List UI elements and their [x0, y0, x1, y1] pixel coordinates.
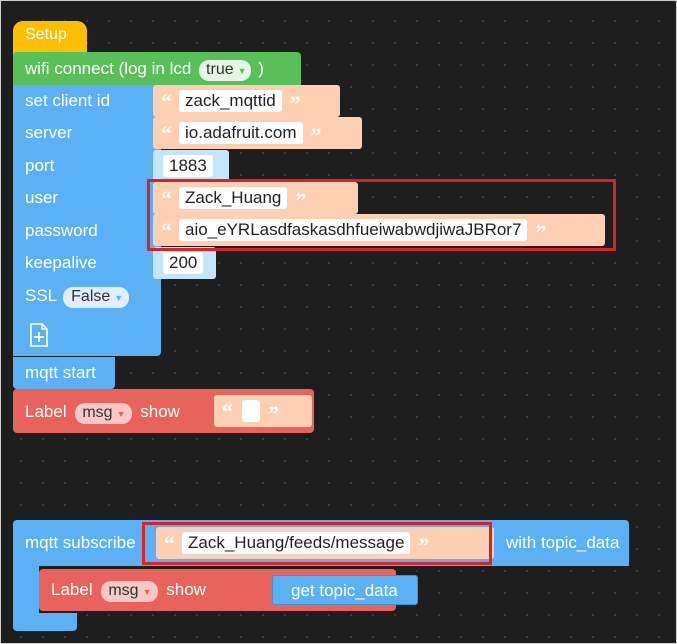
- port-label: port: [25, 156, 55, 175]
- quote-open-icon: “: [161, 218, 172, 243]
- label-keyword: Label: [51, 580, 93, 599]
- log-in-lcd-dropdown[interactable]: true▼: [199, 60, 251, 81]
- label-show-block[interactable]: Label msg▼ show “ ”: [13, 389, 314, 433]
- ssl-row: SSL False▼: [25, 286, 130, 308]
- topic-text-block[interactable]: “ Zack_Huang/feeds/message ”: [156, 527, 494, 559]
- topic-input[interactable]: Zack_Huang/feeds/message: [182, 532, 411, 554]
- label-name-dropdown[interactable]: msg▼: [75, 403, 132, 424]
- mqtt-start-block[interactable]: mqtt start: [13, 357, 115, 389]
- user-input[interactable]: Zack_Huang: [179, 187, 288, 209]
- mqtt-start-label: mqtt start: [25, 363, 96, 382]
- keepalive-number-block[interactable]: 200: [153, 247, 216, 279]
- user-label: user: [25, 188, 59, 207]
- client-id-input[interactable]: zack_mqttid: [179, 90, 282, 112]
- setup-label: Setup: [25, 26, 67, 43]
- client-id-label: set client id: [25, 91, 111, 110]
- mqtt-subscribe-label: mqtt subscribe: [25, 533, 136, 552]
- ssl-value: False: [71, 288, 111, 305]
- get-topic-data-block[interactable]: get topic_data: [272, 575, 418, 605]
- mqtt-config-block[interactable]: [13, 85, 161, 356]
- topic-highlight-box: [142, 522, 492, 565]
- quote-close-icon: ”: [310, 123, 322, 148]
- quote-close-icon: ”: [295, 188, 307, 213]
- quote-close-icon: ”: [535, 220, 547, 245]
- port-input[interactable]: 1883: [163, 155, 213, 177]
- user-text-block[interactable]: “ Zack_Huang ”: [153, 182, 358, 214]
- add-document-icon[interactable]: [29, 323, 49, 347]
- label-name-value: msg: [108, 582, 139, 599]
- empty-text-input[interactable]: [242, 400, 260, 422]
- password-label: password: [25, 221, 98, 240]
- wifi-connect-close-paren: ): [258, 59, 264, 78]
- server-label: server: [25, 123, 73, 142]
- quote-close-icon: ”: [418, 533, 430, 558]
- empty-text-block[interactable]: “ ”: [214, 395, 312, 427]
- chevron-down-icon: ▼: [116, 409, 126, 419]
- port-number-block[interactable]: 1883: [153, 150, 229, 182]
- show-keyword: show: [166, 580, 206, 599]
- password-input[interactable]: aio_eYRLasdfaskasdhfueiwabwdjiwaJBRor7: [179, 219, 528, 241]
- show-keyword: show: [140, 402, 180, 421]
- label-name-value: msg: [82, 404, 113, 421]
- quote-open-icon: “: [222, 399, 233, 424]
- server-input[interactable]: io.adafruit.com: [179, 122, 303, 144]
- keepalive-label: keepalive: [25, 253, 97, 272]
- keepalive-input[interactable]: 200: [163, 252, 204, 274]
- label-name-dropdown[interactable]: msg▼: [101, 581, 158, 602]
- credentials-highlight-box: [147, 179, 616, 251]
- wifi-connect-label: wifi connect (log in lcd: [25, 59, 192, 78]
- with-topic-data-label: with topic_data: [506, 533, 620, 552]
- setup-hat-block[interactable]: Setup: [13, 21, 87, 57]
- quote-close-icon: ”: [268, 401, 279, 426]
- quote-open-icon: “: [161, 186, 172, 211]
- wifi-connect-block[interactable]: wifi connect (log in lcd true▼ ): [13, 52, 301, 85]
- quote-open-icon: “: [161, 89, 172, 114]
- label-show-topic-block[interactable]: Label msg▼ show get topic_data: [39, 569, 418, 611]
- quote-open-icon: “: [164, 531, 175, 556]
- ssl-dropdown[interactable]: False▼: [63, 287, 130, 308]
- quote-open-icon: “: [161, 121, 172, 146]
- log-in-lcd-value: true: [206, 61, 234, 78]
- ssl-label: SSL: [25, 286, 58, 305]
- client-id-text-block[interactable]: “ zack_mqttid ”: [153, 85, 340, 117]
- chevron-down-icon: ▼: [142, 587, 152, 597]
- password-text-block[interactable]: “ aio_eYRLasdfaskasdhfueiwabwdjiwaJBRor7…: [153, 214, 605, 246]
- mqtt-subscribe-block-foot: [13, 613, 77, 631]
- chevron-down-icon: ▼: [114, 293, 124, 303]
- server-text-block[interactable]: “ io.adafruit.com ”: [153, 117, 362, 149]
- chevron-down-icon: ▼: [237, 66, 247, 76]
- mqtt-subscribe-block[interactable]: mqtt subscribe “ Zack_Huang/feeds/messag…: [13, 520, 629, 566]
- quote-close-icon: ”: [289, 91, 301, 116]
- label-keyword: Label: [25, 402, 67, 421]
- get-topic-data-label: get topic_data: [291, 581, 398, 600]
